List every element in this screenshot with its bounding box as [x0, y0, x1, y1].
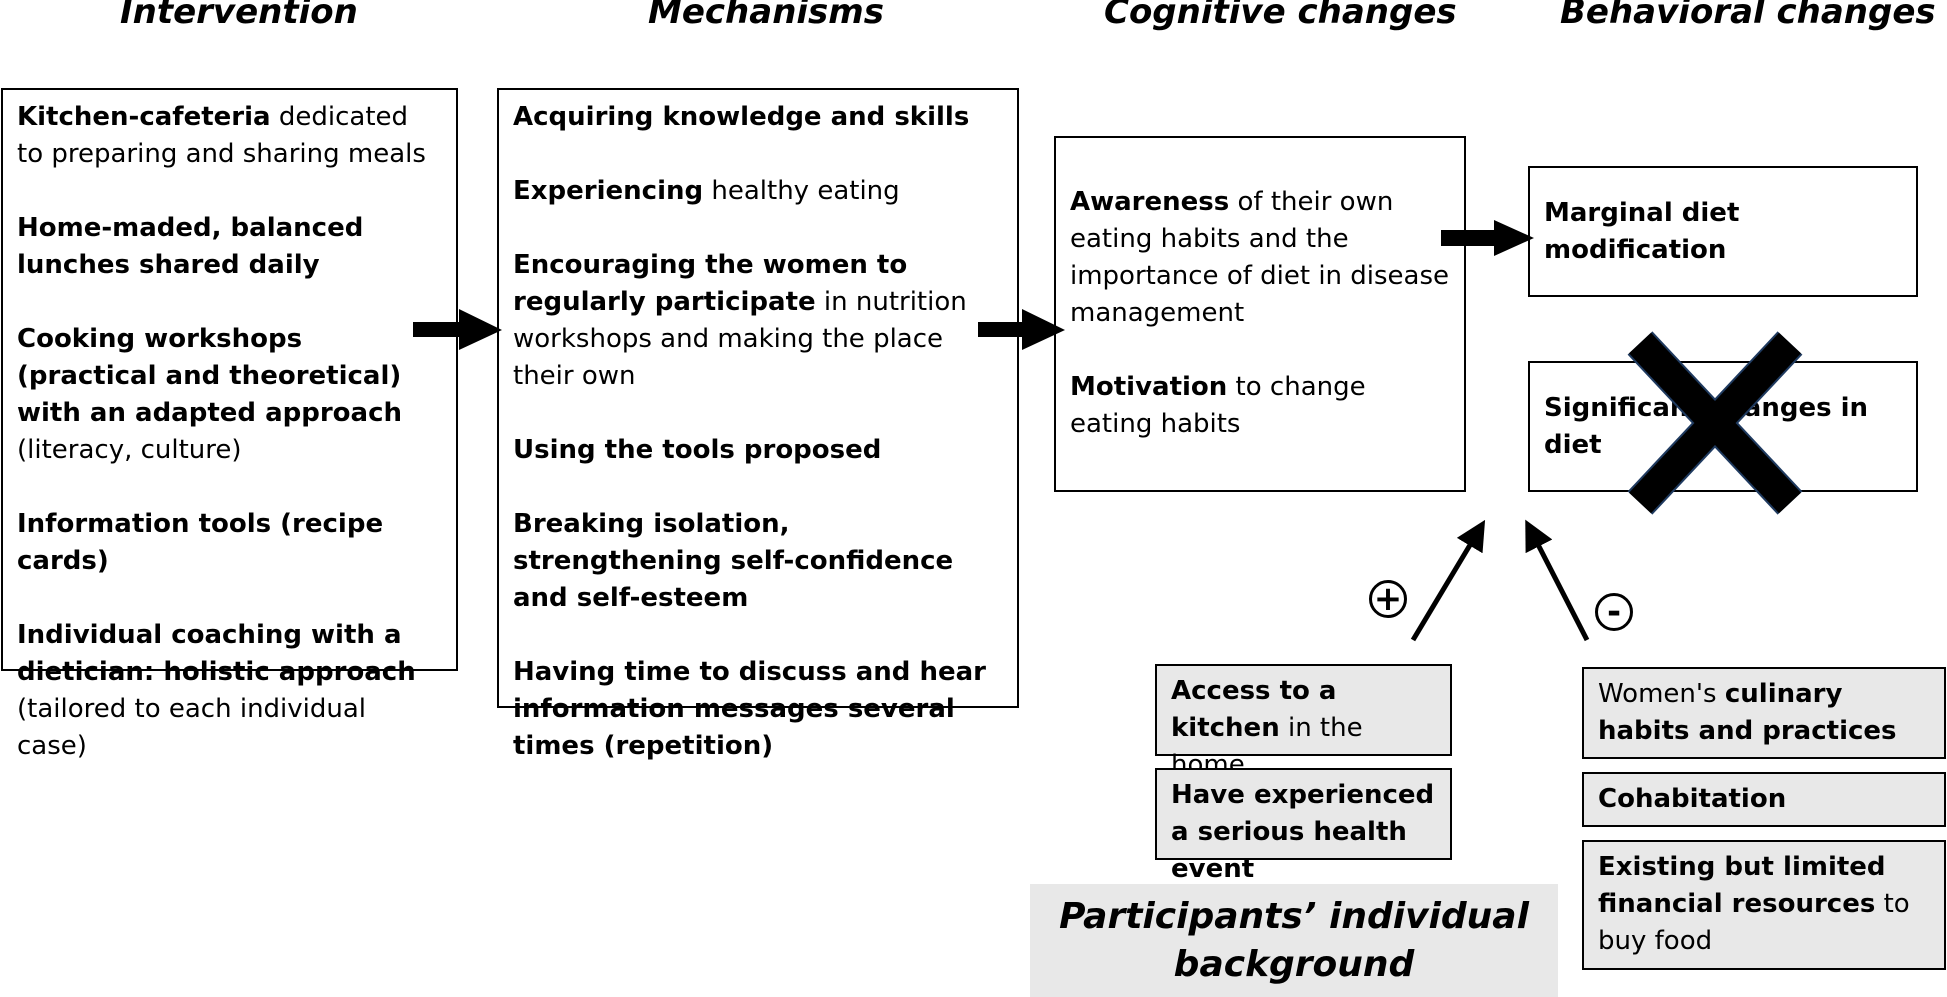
positive-factor-health-event: Have experienced a serious health event	[1155, 768, 1452, 884]
arrow-negative-influence	[1525, 519, 1590, 642]
mechanism-item: Encouraging the women to regularly parti…	[513, 250, 967, 391]
header-mechanisms: Mechanisms	[648, 0, 884, 32]
positive-factor-kitchen: Access to a kitchen in the home	[1155, 664, 1452, 780]
arrow-positive-influence	[1410, 519, 1486, 642]
cognitive-item: Motivation to change eating habits	[1070, 372, 1366, 439]
intervention-item: Kitchen-cafeteria dedicated to preparing…	[17, 102, 426, 169]
mechanism-item: Using the tools proposed	[513, 435, 882, 465]
header-behavioral-changes: Behavioral changes	[1560, 0, 1936, 32]
cross-icon	[1627, 331, 1803, 515]
marginal-diet-box: Marginal diet modification	[1528, 166, 1918, 297]
intervention-box: Kitchen-cafeteria dedicated to preparing…	[1, 88, 458, 761]
mechanism-item: Breaking isolation, strengthening self-c…	[513, 509, 954, 613]
cognitive-item: Awareness of their own eating habits and…	[1070, 187, 1450, 328]
negative-factor-financial-resources: Existing but limited financial resources…	[1582, 840, 1946, 970]
intervention-item: Cooking workshops (practical and theoret…	[17, 324, 402, 465]
intervention-item: Information tools (recipe cards)	[17, 509, 384, 576]
intervention-item: Home-maded, balanced lunches shared dail…	[17, 213, 364, 280]
header-intervention: Intervention	[120, 0, 358, 32]
mechanisms-box: Acquiring knowledge and skills Experienc…	[497, 88, 1019, 761]
arrow-mechanisms-to-cognitive	[978, 309, 1065, 350]
minus-sign-icon: -	[1595, 593, 1633, 631]
arrow-intervention-to-mechanisms	[413, 309, 502, 350]
marginal-diet-label: Marginal diet modification	[1544, 197, 1740, 265]
header-cognitive-changes: Cognitive changes	[1104, 0, 1457, 32]
mechanism-item: Experiencing healthy eating	[513, 176, 900, 206]
intervention-item: Individual coaching with a dietician: ho…	[17, 620, 416, 761]
negative-factor-culinary-habits: Women's culinary habits and practices	[1582, 667, 1946, 759]
cognitive-box: Awareness of their own eating habits and…	[1054, 136, 1466, 492]
arrow-cognitive-to-marginal	[1441, 220, 1534, 256]
plus-sign-icon: +	[1369, 580, 1407, 618]
negative-factor-cohabitation: Cohabitation	[1582, 772, 1946, 827]
participants-background-label: Participants’ individual background	[1030, 884, 1558, 997]
mechanism-item: Acquiring knowledge and skills	[513, 102, 970, 132]
mechanism-item: Having time to discuss and hear informat…	[513, 657, 986, 761]
